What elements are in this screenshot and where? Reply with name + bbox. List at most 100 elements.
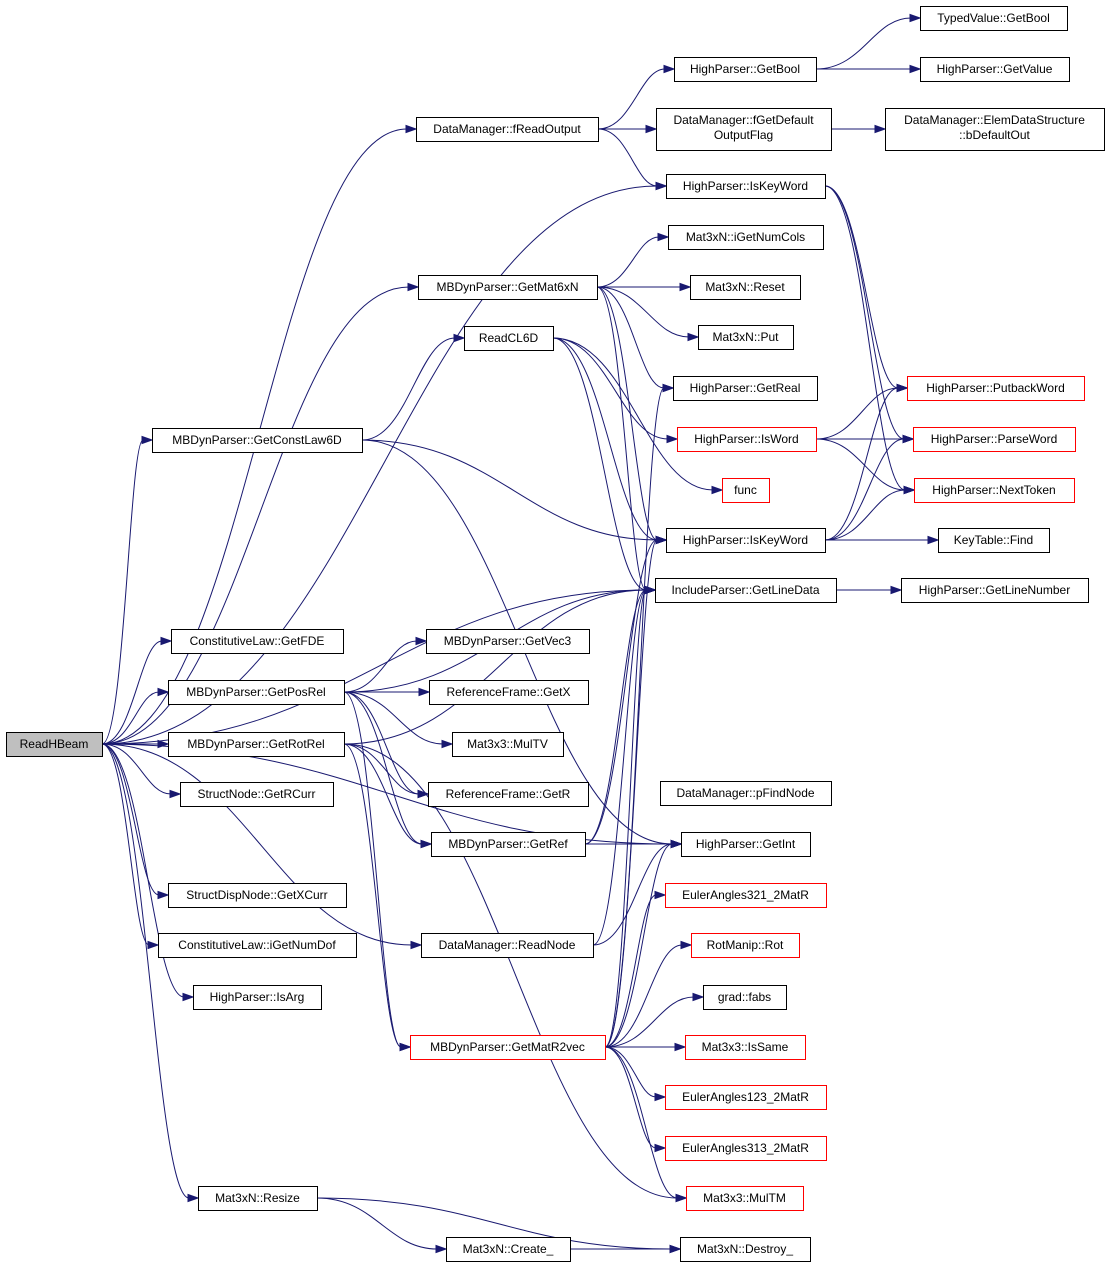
node-box bbox=[656, 108, 832, 151]
arrowhead-icon bbox=[435, 1244, 448, 1254]
node-m3-n-reset[interactable]: Mat3xN::Reset bbox=[690, 275, 801, 300]
node-hp-get-value[interactable]: HighParser::GetValue bbox=[920, 57, 1070, 82]
node-label: Mat3x3::IsSame bbox=[702, 1040, 789, 1054]
node-cl-i-get-num-dof[interactable]: ConstitutiveLaw::iGetNumDof bbox=[158, 933, 357, 958]
node-hp-next-token[interactable]: HighParser::NextToken bbox=[914, 478, 1075, 503]
call-edge bbox=[343, 743, 420, 795]
node-dm-f-read-output[interactable]: DataManager::fReadOutput bbox=[416, 117, 599, 142]
node-box bbox=[680, 1237, 811, 1262]
arrowhead-icon bbox=[410, 940, 423, 950]
node-dm-eds-b-default-out[interactable]: DataManager::ElemDataStructure::bDefault… bbox=[885, 108, 1105, 151]
arrowhead-icon bbox=[663, 64, 676, 74]
node-hp-is-arg[interactable]: HighParser::IsArg bbox=[193, 985, 322, 1010]
node-dm-p-find-node[interactable]: DataManager::pFindNode bbox=[660, 781, 832, 806]
node-mbp-get-pos-rel[interactable]: MBDynParser::GetPosRel bbox=[168, 680, 345, 705]
call-edge bbox=[596, 286, 690, 338]
node-hp-parse-word[interactable]: HighParser::ParseWord bbox=[913, 427, 1076, 452]
node-label: Mat3x3::MulTV bbox=[467, 737, 548, 751]
call-edge bbox=[604, 894, 657, 1048]
node-tv-get-bool[interactable]: TypedValue::GetBool bbox=[920, 6, 1068, 31]
call-edge bbox=[604, 843, 673, 1048]
node-box bbox=[691, 933, 800, 958]
node-hp-is-word[interactable]: HighParser::IsWord bbox=[677, 427, 817, 452]
node-grad-fabs[interactable]: grad::fabs bbox=[703, 985, 787, 1010]
node-rm-rot[interactable]: RotManip::Rot bbox=[691, 933, 800, 958]
node-sn-get-rcurr[interactable]: StructNode::GetRCurr bbox=[180, 782, 334, 807]
call-edge bbox=[604, 1046, 678, 1199]
node-m3-n-i-get-num-cols[interactable]: Mat3xN::iGetNumCols bbox=[668, 225, 824, 250]
call-edge bbox=[824, 387, 899, 541]
call-edge bbox=[552, 337, 658, 541]
node-kt-find[interactable]: KeyTable::Find bbox=[938, 528, 1050, 553]
node-box bbox=[168, 680, 345, 705]
node-box bbox=[681, 832, 811, 857]
node-label: MBDynParser::GetMat6xN bbox=[436, 280, 578, 294]
call-edge bbox=[101, 743, 185, 998]
node-read-hbeam[interactable]: ReadHBeam bbox=[6, 732, 103, 757]
node-mbp-get-const-law6-d[interactable]: MBDynParser::GetConstLaw6D bbox=[152, 428, 363, 453]
node-hp-is-key-word-1[interactable]: HighParser::IsKeyWord bbox=[666, 174, 826, 199]
node-m3-n-create-[interactable]: Mat3xN::Create_ bbox=[446, 1237, 571, 1262]
node-dm-read-node[interactable]: DataManager::ReadNode bbox=[421, 933, 594, 958]
node-m33-is-same[interactable]: Mat3x3::IsSame bbox=[685, 1035, 806, 1060]
node-box bbox=[426, 629, 590, 654]
node-cl-get-fde[interactable]: ConstitutiveLaw::GetFDE bbox=[171, 629, 344, 654]
node-ea123-2-mat-r[interactable]: EulerAngles123_2MatR bbox=[665, 1085, 827, 1110]
node-m33-mul-tm[interactable]: Mat3x3::MulTM bbox=[686, 1186, 804, 1211]
node-ip-get-line-data[interactable]: IncludeParser::GetLineData bbox=[655, 578, 837, 603]
node-label: HighParser::GetBool bbox=[690, 62, 800, 76]
node-mbp-get-mat-r2vec[interactable]: MBDynParser::GetMatR2vec bbox=[410, 1035, 606, 1060]
node-mbp-get-rot-rel[interactable]: MBDynParser::GetRotRel bbox=[168, 732, 345, 757]
node-label: HighParser::IsArg bbox=[210, 990, 305, 1004]
arrowhead-icon bbox=[157, 687, 170, 697]
node-label: func bbox=[734, 483, 757, 497]
node-mbp-get-mat6x-n[interactable]: MBDynParser::GetMat6xN bbox=[418, 275, 598, 300]
node-box bbox=[668, 225, 824, 250]
arrowhead-icon bbox=[655, 181, 668, 191]
arrowhead-icon bbox=[896, 383, 909, 393]
node-rf-get-x[interactable]: ReferenceFrame::GetX bbox=[429, 680, 589, 705]
node-m3-n-destroy-[interactable]: Mat3xN::Destroy_ bbox=[680, 1237, 811, 1262]
arrowhead-icon bbox=[666, 434, 679, 444]
node-hp-get-bool[interactable]: HighParser::GetBool bbox=[674, 57, 817, 82]
node-rf-get-r[interactable]: ReferenceFrame::GetR bbox=[428, 782, 589, 807]
node-label: HighParser::ParseWord bbox=[931, 432, 1058, 446]
node-hp-putback-word[interactable]: HighParser::PutbackWord bbox=[907, 376, 1085, 401]
node-hp-is-key-word-2[interactable]: HighParser::IsKeyWord bbox=[666, 528, 826, 553]
node-func[interactable]: func bbox=[722, 478, 770, 503]
node-m3-n-resize[interactable]: Mat3xN::Resize bbox=[198, 1186, 318, 1211]
arrowhead-icon bbox=[711, 485, 724, 495]
call-edge bbox=[316, 1197, 672, 1250]
node-hp-get-real[interactable]: HighParser::GetReal bbox=[673, 376, 818, 401]
node-hp-get-int[interactable]: HighParser::GetInt bbox=[681, 832, 811, 857]
call-edge bbox=[596, 286, 658, 541]
call-edge bbox=[815, 17, 912, 70]
node-sdn-get-xcurr[interactable]: StructDispNode::GetXCurr bbox=[168, 883, 347, 908]
node-label: TypedValue::GetBool bbox=[937, 11, 1050, 25]
node-label: DataManager::ReadNode bbox=[439, 938, 576, 952]
node-read-cl6-d[interactable]: ReadCL6D bbox=[464, 326, 554, 351]
node-m33-mul-tv[interactable]: Mat3x3::MulTV bbox=[452, 732, 564, 757]
call-edge bbox=[552, 337, 669, 440]
node-ea313-2-mat-r[interactable]: EulerAngles313_2MatR bbox=[665, 1136, 827, 1161]
node-hp-get-line-number[interactable]: HighParser::GetLineNumber bbox=[901, 578, 1089, 603]
node-box bbox=[698, 325, 794, 350]
call-edge bbox=[592, 589, 647, 946]
node-label: ConstitutiveLaw::GetFDE bbox=[190, 634, 325, 648]
node-ea321-2-mat-r[interactable]: EulerAngles321_2MatR bbox=[665, 883, 827, 908]
node-mbp-get-vec3[interactable]: MBDynParser::GetVec3 bbox=[426, 629, 590, 654]
node-label: HighParser::IsKeyWord bbox=[683, 533, 808, 547]
arrowhead-icon bbox=[654, 1143, 667, 1153]
node-mbp-get-ref[interactable]: MBDynParser::GetRef bbox=[431, 832, 586, 857]
node-box bbox=[677, 427, 817, 452]
node-label: HighParser::IsKeyWord bbox=[683, 179, 808, 193]
node-label: MBDynParser::GetVec3 bbox=[444, 634, 572, 648]
node-m3-n-put[interactable]: Mat3xN::Put bbox=[698, 325, 794, 350]
call-edge bbox=[343, 691, 423, 845]
arrowhead-icon bbox=[675, 1193, 688, 1203]
node-box bbox=[168, 732, 345, 757]
arrowhead-icon bbox=[453, 333, 466, 343]
node-label: HighParser::GetLineNumber bbox=[919, 583, 1070, 597]
call-edge bbox=[604, 944, 683, 1048]
